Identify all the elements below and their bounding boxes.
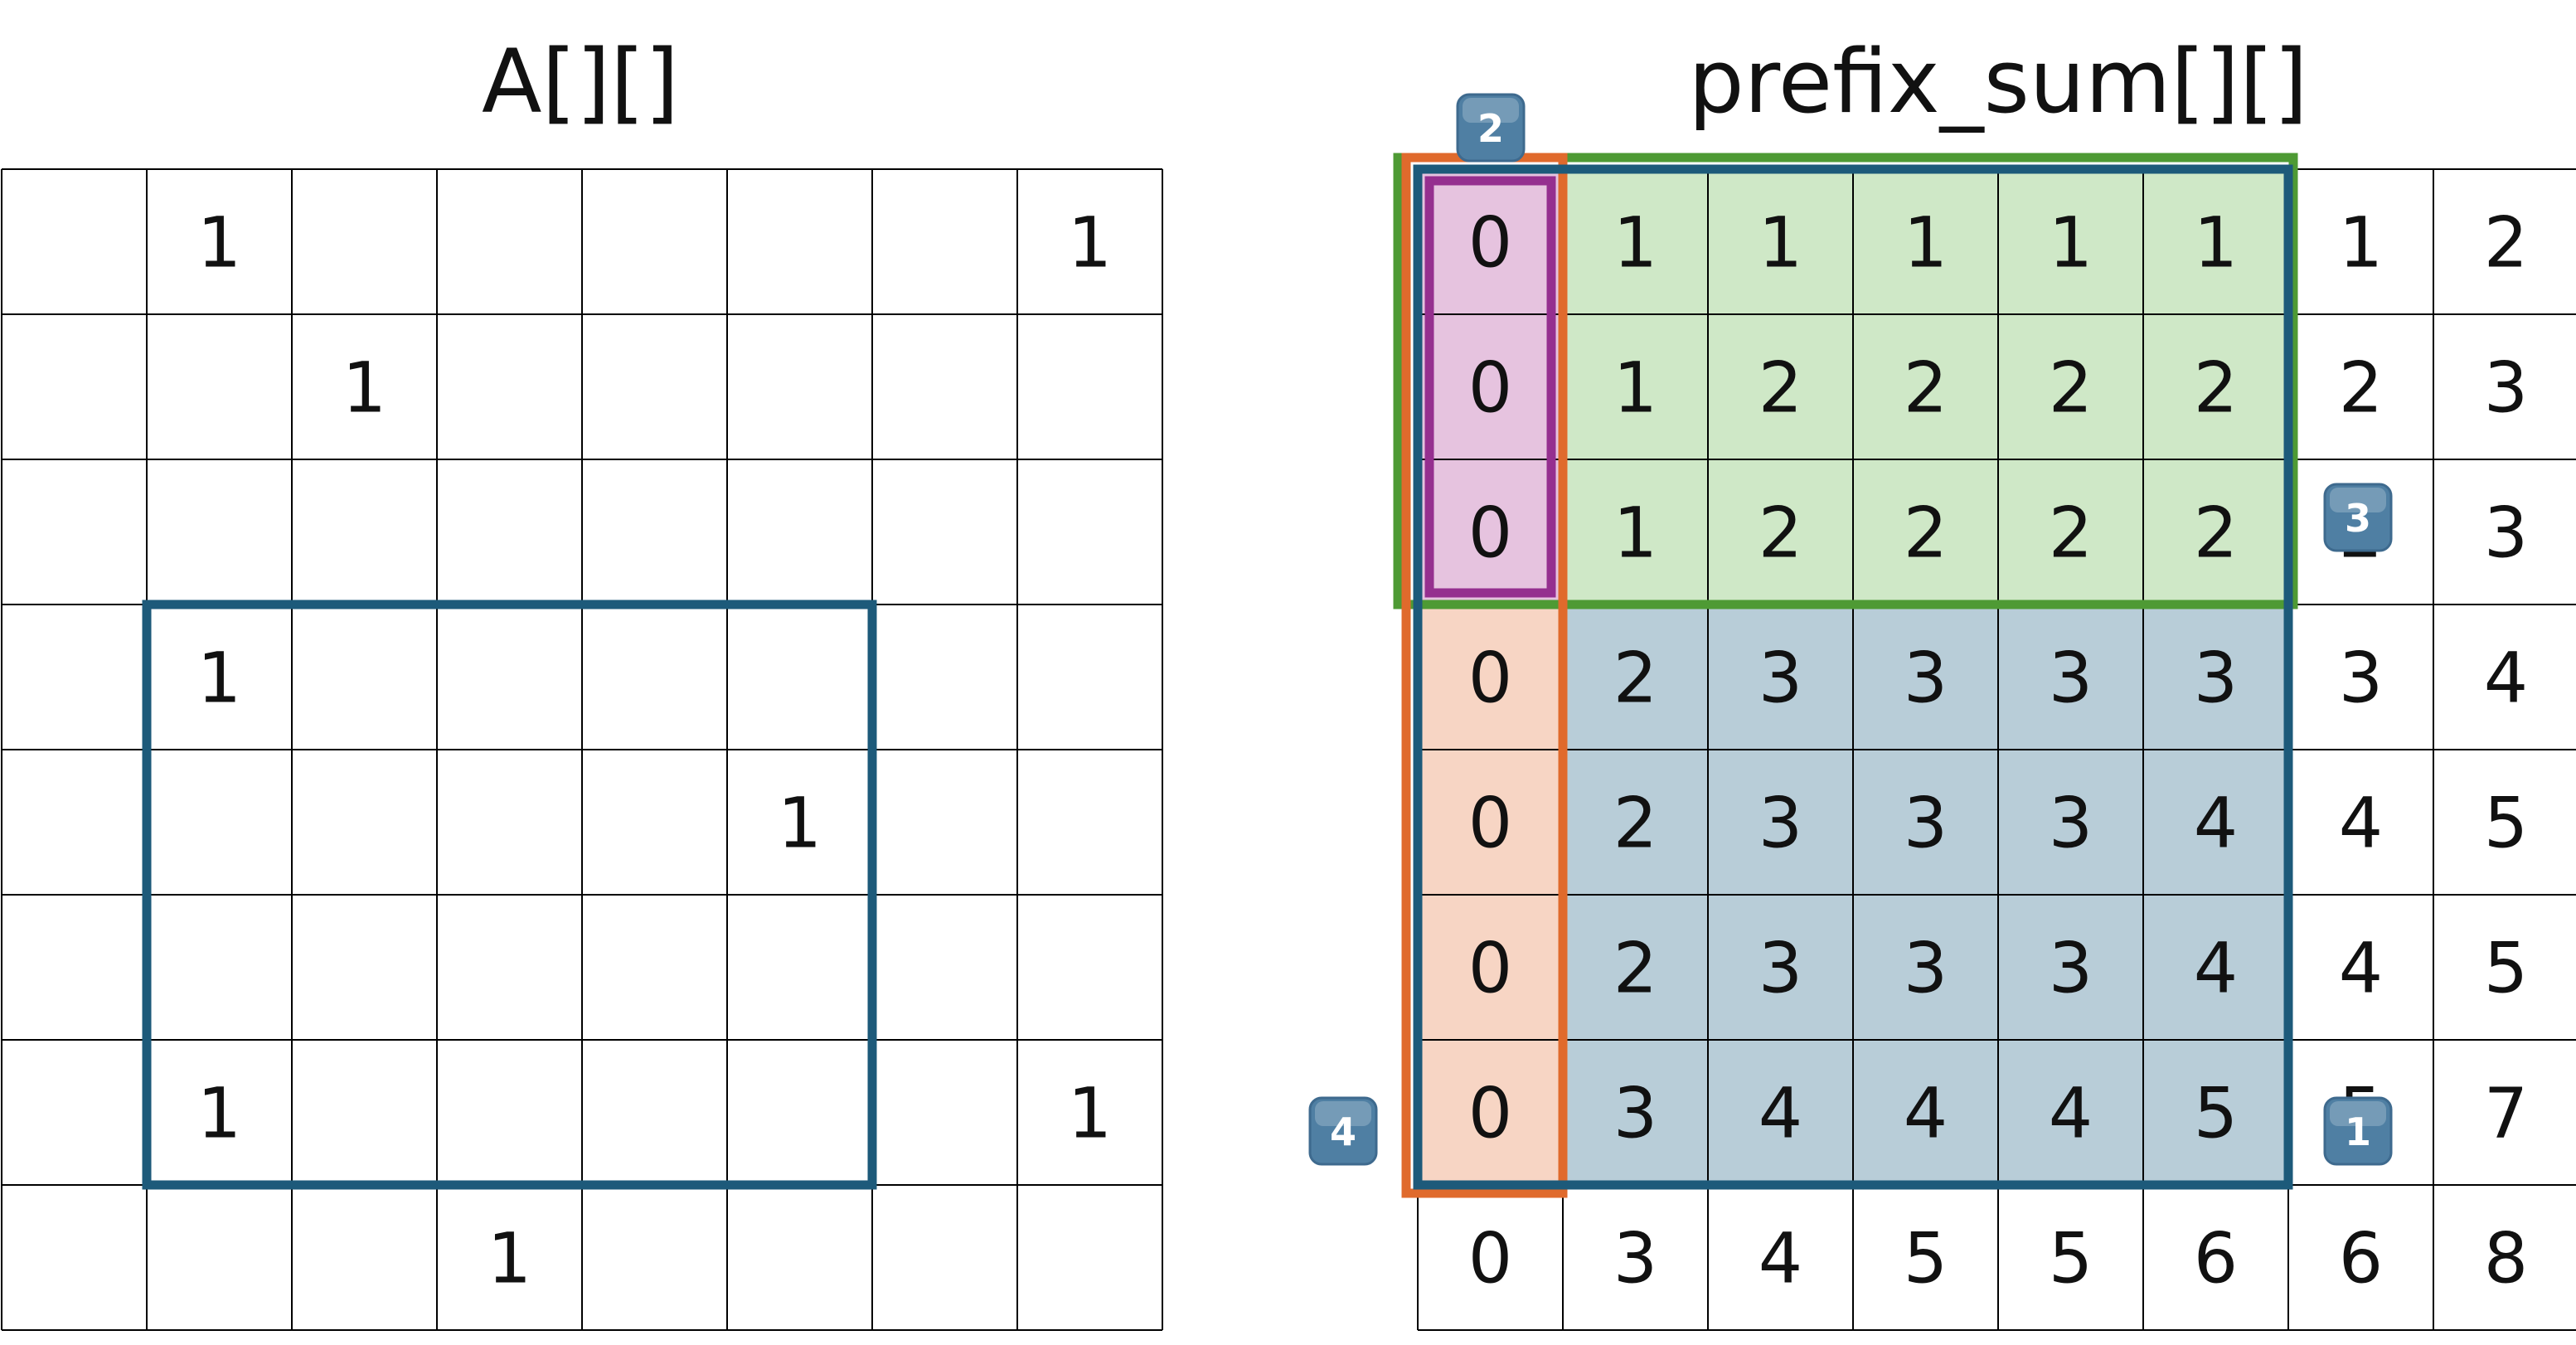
right-cell: 3 xyxy=(1613,1218,1657,1299)
right-cell: 4 xyxy=(2194,928,2238,1009)
right-cell: 2 xyxy=(1613,783,1657,864)
badge-4: 4 xyxy=(1308,1096,1378,1166)
right-cell: 2 xyxy=(2339,347,2383,429)
badge-shine xyxy=(1463,98,1519,123)
right-cell: 2 xyxy=(1613,638,1657,719)
right-cell: 7 xyxy=(2484,1073,2528,1154)
right-cell: 1 xyxy=(1613,347,1657,429)
right-cell: 0 xyxy=(1468,202,1512,284)
right-cell: 5 xyxy=(2194,1073,2238,1154)
badge-shine xyxy=(2330,1101,2386,1126)
right-cell: 3 xyxy=(1759,638,1802,719)
left-cell: 1 xyxy=(197,202,241,284)
right-cell: 4 xyxy=(2484,638,2528,719)
right-cell: 1 xyxy=(1904,202,1948,284)
left-cell: 1 xyxy=(1068,1073,1112,1154)
right-cell: 0 xyxy=(1468,928,1512,1009)
right-cell: 4 xyxy=(1904,1073,1948,1154)
right-cell: 4 xyxy=(2339,928,2383,1009)
left-cell: 1 xyxy=(778,783,822,864)
right-cell: 3 xyxy=(1904,638,1948,719)
badge-box xyxy=(2323,483,2393,552)
green-region-outline xyxy=(1393,153,2298,609)
right-cell: 0 xyxy=(1468,347,1512,429)
right-cell: 5 xyxy=(2484,783,2528,864)
right-cell: 2 xyxy=(2049,493,2093,574)
blue-region-outline xyxy=(1413,164,2293,1190)
right-cell: 5 xyxy=(2049,1218,2093,1299)
purple-region-fill xyxy=(1418,169,1563,605)
right-cell: 2 xyxy=(1759,347,1802,429)
right-cell: 3 xyxy=(2194,638,2238,719)
right-cell: 0 xyxy=(1468,1073,1512,1154)
right-cell: 1 xyxy=(2049,202,2093,284)
right-cell: 2 xyxy=(1904,347,1948,429)
badge-label: 3 xyxy=(2345,496,2371,541)
badge-1: 1 xyxy=(2323,1096,2393,1166)
right-cell: 4 xyxy=(2049,1073,2093,1154)
right-cell: 3 xyxy=(1613,1073,1657,1154)
badge-box xyxy=(1308,1096,1378,1166)
right-cell: 3 xyxy=(1904,928,1948,1009)
right-cell: 2 xyxy=(2194,493,2238,574)
right-cell: 3 xyxy=(1759,783,1802,864)
right-cell: 4 xyxy=(1759,1073,1802,1154)
right-grid: 0 1 1 1 1 1 1 2 0 1 2 2 2 2 2 3 0 1 2 2 2 2 2 3 0 2 3 3 3 3 3 4 0 2 3 3 3 4 4 5… xyxy=(1308,93,2576,1331)
right-cell: 4 xyxy=(1759,1218,1802,1299)
left-cell: 1 xyxy=(342,347,386,429)
badge-shine xyxy=(1315,1101,1371,1126)
right-cell: 5 xyxy=(2484,928,2528,1009)
left-grid-title: A[][] xyxy=(482,31,679,133)
right-cell: 1 xyxy=(2339,202,2383,284)
right-grid-title: prefix_sum[][] xyxy=(1688,31,2307,133)
right-cell: 2 xyxy=(1904,493,1948,574)
left-cell: 1 xyxy=(1068,202,1112,284)
right-cell: 1 xyxy=(1613,202,1657,284)
right-cell: 2 xyxy=(2049,347,2093,429)
badge-shine xyxy=(2330,488,2386,512)
right-cell: 3 xyxy=(1759,928,1802,1009)
right-cell: 2 xyxy=(2194,347,2238,429)
right-cell: 3 xyxy=(2049,783,2093,864)
right-cell: 0 xyxy=(1468,493,1512,574)
right-cell: 0 xyxy=(1468,638,1512,719)
left-query-rectangle xyxy=(142,600,877,1190)
badge-label: 1 xyxy=(2345,1110,2371,1154)
right-cell: 4 xyxy=(2339,783,2383,864)
right-cell: 1 xyxy=(1613,493,1657,574)
right-cell: 2 xyxy=(1759,493,1802,574)
right-cell: 6 xyxy=(2194,1218,2238,1299)
right-cell: 3 xyxy=(2049,928,2093,1009)
right-cell: 4 xyxy=(2194,783,2238,864)
badge-2: 2 xyxy=(1456,93,1526,163)
left-cell: 1 xyxy=(488,1218,531,1299)
purple-region-outline xyxy=(1424,176,1556,598)
left-cell: 1 xyxy=(197,638,241,719)
badge-label: 2 xyxy=(1477,106,1504,151)
left-grid: 1 1 1 1 1 1 1 1 xyxy=(1,168,1163,1331)
right-cell: 1 xyxy=(2194,202,2238,284)
right-cell: 0 xyxy=(1468,783,1512,864)
right-cell: 3 xyxy=(2484,493,2528,574)
right-cell: 2 xyxy=(1613,928,1657,1009)
right-cell: 1 xyxy=(1759,202,1802,284)
right-cell: 2 xyxy=(2484,202,2528,284)
badge-box xyxy=(2323,1096,2393,1166)
right-cell: 3 xyxy=(2484,347,2528,429)
right-cell: 0 xyxy=(1468,1218,1512,1299)
right-cell: 3 xyxy=(2339,638,2383,719)
right-cell: 5 xyxy=(1904,1218,1948,1299)
right-cell: 6 xyxy=(2339,1218,2383,1299)
left-cell: 1 xyxy=(197,1073,241,1154)
right-cell: 8 xyxy=(2484,1218,2528,1299)
right-cell: 3 xyxy=(1904,783,1948,864)
right-cell: 3 xyxy=(2049,638,2093,719)
badge-3: 3 xyxy=(2323,483,2393,552)
badge-box xyxy=(1456,93,1526,163)
badge-label: 4 xyxy=(1330,1110,1356,1154)
